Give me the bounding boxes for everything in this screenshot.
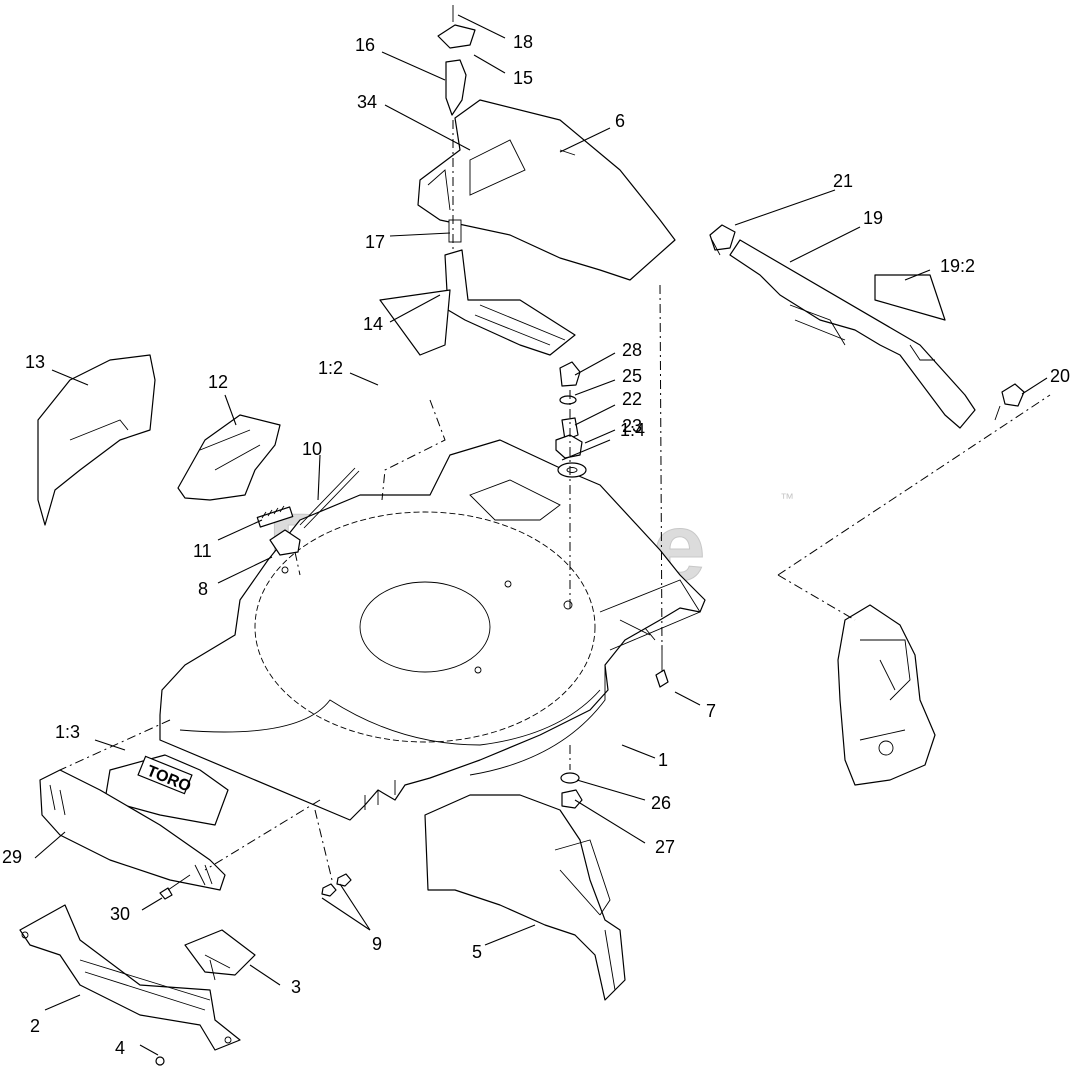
part-11-spring[interactable] [256, 505, 294, 528]
callout-8: 8 [198, 579, 208, 599]
part-21-spring[interactable] [709, 224, 736, 256]
callout-11: 11 [193, 541, 212, 561]
part-15-knob[interactable] [437, 24, 476, 49]
part-19-pivot-rod[interactable] [729, 239, 976, 429]
part-30-screw[interactable] [159, 874, 191, 900]
callout-19: 19 [863, 208, 883, 228]
part-2-rear-bracket[interactable] [19, 904, 241, 1051]
callout-28: 28 [622, 340, 642, 360]
part-1-2-label[interactable] [379, 289, 451, 356]
part-27-nut[interactable] [561, 789, 583, 809]
callout-19-2: 19:2 [940, 256, 975, 276]
callout-14: 14 [363, 314, 383, 334]
handle-bracket[interactable] [837, 604, 936, 786]
callout-12: 12 [208, 372, 228, 392]
callout-1-2: 1:2 [318, 358, 343, 378]
callout-1-4: 1:4 [620, 420, 645, 440]
callout-18: 18 [513, 32, 533, 52]
callout-6: 6 [615, 111, 625, 131]
callout-16: 16 [355, 35, 375, 55]
part-26-washer[interactable] [560, 772, 580, 784]
part-17-spring[interactable] [448, 219, 462, 243]
callout-17: 17 [365, 232, 385, 252]
callout-27: 27 [655, 837, 675, 857]
part-13-side-cover[interactable] [37, 354, 156, 526]
callout-4: 4 [115, 1038, 125, 1058]
assembly-lines [59, 120, 1051, 881]
callout-2: 2 [30, 1016, 40, 1036]
callout-3: 3 [291, 977, 301, 997]
callout-labels: 1 1:2 1:3 1:4 2 3 4 5 6 7 8 9 10 11 12 1… [2, 32, 1070, 1058]
part-29-front-bumper[interactable] [39, 769, 226, 891]
callout-10: 10 [302, 439, 322, 459]
callout-1: 1 [658, 750, 668, 770]
leader-lines [34, 14, 1048, 1056]
callout-34: 34 [357, 92, 377, 112]
part-1-4-washer[interactable] [557, 462, 587, 478]
part-6-rear-cover[interactable] [417, 99, 676, 281]
part-5-deflector[interactable] [424, 794, 626, 1001]
callout-22: 22 [622, 389, 642, 409]
part-28-bushing[interactable] [559, 361, 581, 387]
callout-23: 23 [622, 416, 642, 436]
part-19-2-decal[interactable] [874, 274, 946, 321]
callout-29: 29 [2, 847, 22, 867]
callout-5: 5 [472, 942, 482, 962]
watermark-trademark: ™ [780, 490, 794, 506]
callout-20: 20 [1050, 366, 1070, 386]
part-16-shaft[interactable] [445, 59, 467, 116]
part-8-latch[interactable] [269, 529, 301, 556]
callout-30: 30 [110, 904, 130, 924]
part-1-deck[interactable] [159, 439, 706, 821]
callout-1-3: 1:3 [55, 722, 80, 742]
callout-21: 21 [833, 171, 853, 191]
callout-13: 13 [25, 352, 45, 372]
part-4-screw[interactable] [155, 1056, 165, 1066]
part-9-nuts[interactable] [321, 873, 352, 897]
part-1-3-toro-decal[interactable]: TORO [104, 754, 229, 826]
part-25-washer[interactable] [559, 395, 577, 405]
callout-26: 26 [651, 793, 671, 813]
part-12-bracket[interactable] [177, 414, 281, 501]
callout-25: 25 [622, 366, 642, 386]
part-7-bolt[interactable] [619, 619, 669, 688]
part-23-nut[interactable] [555, 434, 583, 459]
part-10-rod[interactable] [299, 467, 360, 529]
callout-7: 7 [706, 701, 716, 721]
part-20-spring[interactable] [994, 383, 1025, 421]
callout-9: 9 [372, 934, 382, 954]
part-3-flap[interactable] [184, 929, 256, 981]
part-14-height-lever[interactable] [444, 249, 576, 356]
callout-15: 15 [513, 68, 533, 88]
